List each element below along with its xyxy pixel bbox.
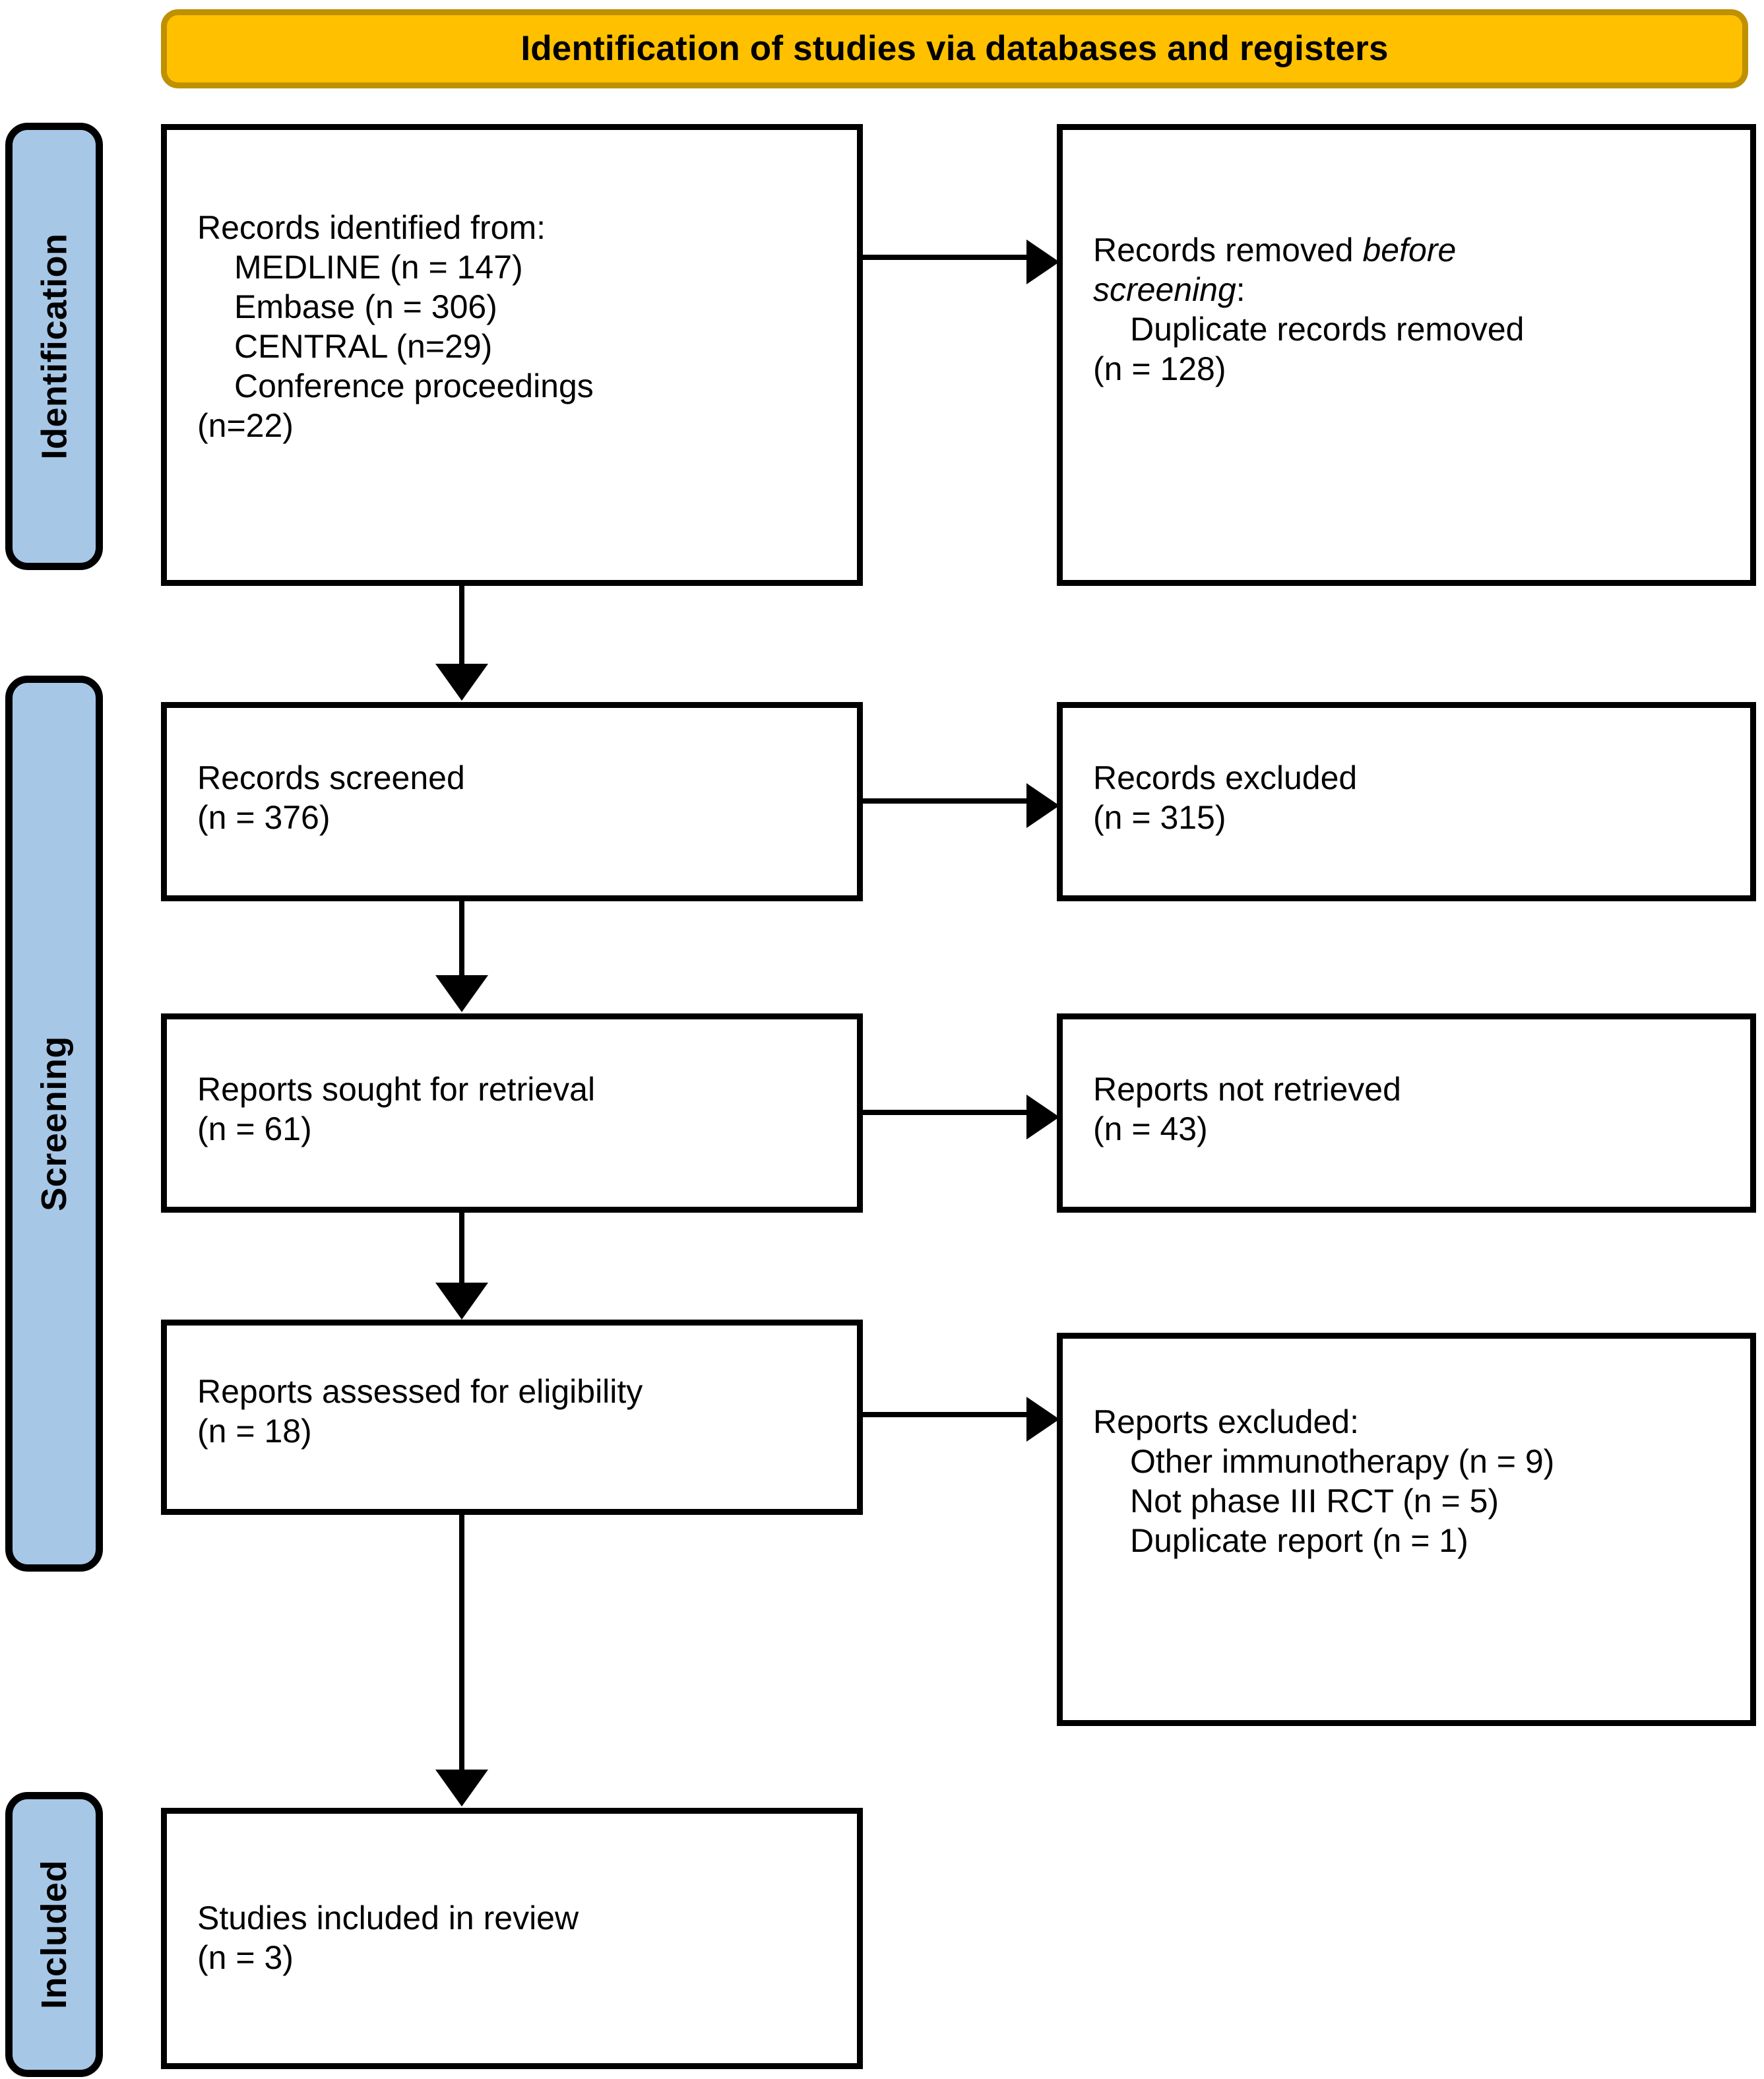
box-reports-assessed-text: Reports assessed for eligibility (n = 18… [197, 1372, 841, 1451]
connector-screened-to-excluded [863, 798, 1032, 804]
records-excluded-label: Records excluded [1093, 759, 1358, 796]
reports-not-retrieved-label: Reports not retrieved [1093, 1071, 1401, 1108]
connector-identified-to-screened [459, 586, 464, 666]
connector-sought-to-not-retrieved [863, 1110, 1032, 1115]
records-identified-conference: Conference proceedings [234, 368, 594, 404]
arrowhead-right-icon [1026, 1397, 1059, 1442]
arrowhead-right-icon [1026, 783, 1059, 828]
records-identified-medline: MEDLINE (n = 147) [234, 249, 523, 286]
reports-assessed-label: Reports assessed for eligibility [197, 1373, 643, 1410]
box-records-screened-text: Records screened (n = 376) [197, 758, 841, 837]
records-identified-conference-n: (n=22) [197, 407, 294, 444]
box-reports-not-retrieved: Reports not retrieved (n = 43) [1057, 1013, 1756, 1213]
records-identified-line1: Records identified from: [197, 209, 546, 246]
records-removed-line2-italic: screening [1093, 271, 1236, 308]
arrowhead-down-icon [435, 975, 488, 1012]
arrowhead-down-icon [435, 664, 488, 701]
connector-screened-to-sought [459, 901, 464, 978]
duplicate-records-removed-count: (n = 128) [1093, 350, 1226, 387]
reports-sought-label: Reports sought for retrieval [197, 1071, 596, 1108]
records-screened-count: (n = 376) [197, 799, 331, 836]
box-studies-included-text: Studies included in review (n = 3) [197, 1898, 841, 1977]
records-screened-label: Records screened [197, 759, 465, 796]
box-reports-excluded-text: Reports excluded: Other immunotherapy (n… [1093, 1402, 1734, 1560]
box-reports-sought-text: Reports sought for retrieval (n = 61) [197, 1070, 841, 1149]
box-records-screened: Records screened (n = 376) [161, 702, 863, 901]
reports-excluded-reason-not-phase-iii: Not phase III RCT (n = 5) [1130, 1483, 1499, 1519]
studies-included-label: Studies included in review [197, 1900, 579, 1936]
stage-tab-screening: Screening [5, 676, 103, 1572]
connector-identified-to-removed [863, 255, 1032, 260]
connector-sought-to-assessed [459, 1213, 464, 1285]
connector-assessed-to-included [459, 1515, 464, 1772]
records-removed-line1-plain: Records removed [1093, 232, 1363, 269]
box-records-identified-text: Records identified from: MEDLINE (n = 14… [197, 208, 841, 445]
stage-tab-screening-label: Screening [34, 1036, 74, 1211]
box-reports-assessed: Reports assessed for eligibility (n = 18… [161, 1320, 863, 1515]
reports-not-retrieved-count: (n = 43) [1093, 1110, 1208, 1147]
records-identified-embase: Embase (n = 306) [234, 288, 497, 325]
header-banner: Identification of studies via databases … [161, 9, 1748, 88]
reports-assessed-count: (n = 18) [197, 1413, 312, 1450]
box-reports-not-retrieved-text: Reports not retrieved (n = 43) [1093, 1070, 1734, 1149]
box-reports-excluded: Reports excluded: Other immunotherapy (n… [1057, 1333, 1756, 1726]
records-identified-central: CENTRAL (n=29) [234, 328, 493, 365]
duplicate-records-removed-label: Duplicate records removed [1130, 311, 1525, 348]
stage-tab-included-label: Included [34, 1859, 75, 2010]
reports-excluded-reason-other-immunotherapy: Other immunotherapy (n = 9) [1130, 1443, 1555, 1480]
stage-tab-included: Included [5, 1792, 103, 2077]
stage-tab-identification: Identification [5, 123, 103, 570]
page-title: Identification of studies via databases … [520, 28, 1389, 68]
reports-sought-count: (n = 61) [197, 1110, 312, 1147]
box-records-excluded-text: Records excluded (n = 315) [1093, 758, 1734, 837]
reports-excluded-reason-duplicate: Duplicate report (n = 1) [1130, 1522, 1468, 1559]
box-reports-sought: Reports sought for retrieval (n = 61) [161, 1013, 863, 1213]
studies-included-count: (n = 3) [197, 1939, 294, 1976]
reports-excluded-label: Reports excluded: [1093, 1403, 1360, 1440]
records-excluded-count: (n = 315) [1093, 799, 1226, 836]
box-records-identified: Records identified from: MEDLINE (n = 14… [161, 124, 863, 586]
arrowhead-down-icon [435, 1770, 488, 1807]
box-records-removed-text: Records removed before screening: Duplic… [1093, 230, 1734, 389]
connector-assessed-to-reports-excluded [863, 1412, 1032, 1417]
box-records-excluded: Records excluded (n = 315) [1057, 702, 1756, 901]
arrowhead-right-icon [1026, 240, 1059, 284]
box-records-removed-before-screening: Records removed before screening: Duplic… [1057, 124, 1756, 586]
arrowhead-right-icon [1026, 1095, 1059, 1139]
box-studies-included: Studies included in review (n = 3) [161, 1808, 863, 2069]
arrowhead-down-icon [435, 1283, 488, 1320]
records-removed-line1-italic: before [1362, 232, 1457, 269]
records-removed-line2-plain: : [1236, 271, 1245, 308]
stage-tab-identification-label: Identification [34, 233, 74, 460]
